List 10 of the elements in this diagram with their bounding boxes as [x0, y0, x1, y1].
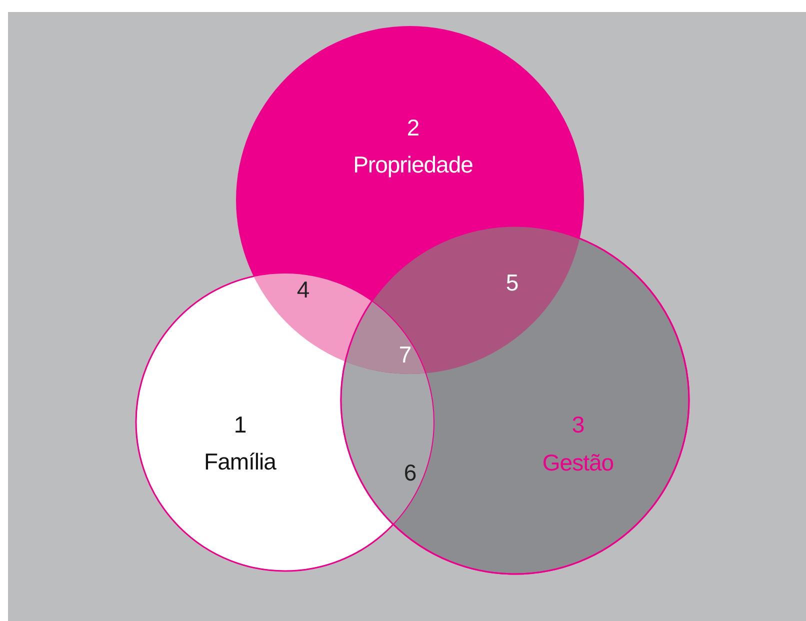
circle-title: Gestão [542, 450, 614, 476]
circle-title: Família [204, 448, 276, 476]
circle-number: 1 [234, 412, 246, 438]
circle-title: Propriedade [353, 152, 473, 178]
region-number: 5 [506, 270, 518, 296]
region-number: 4 [296, 276, 310, 304]
region-number: 6 [404, 460, 416, 486]
circle-number: 2 [406, 114, 420, 142]
region-number: 7 [398, 342, 412, 368]
circle-number: 3 [572, 412, 584, 438]
